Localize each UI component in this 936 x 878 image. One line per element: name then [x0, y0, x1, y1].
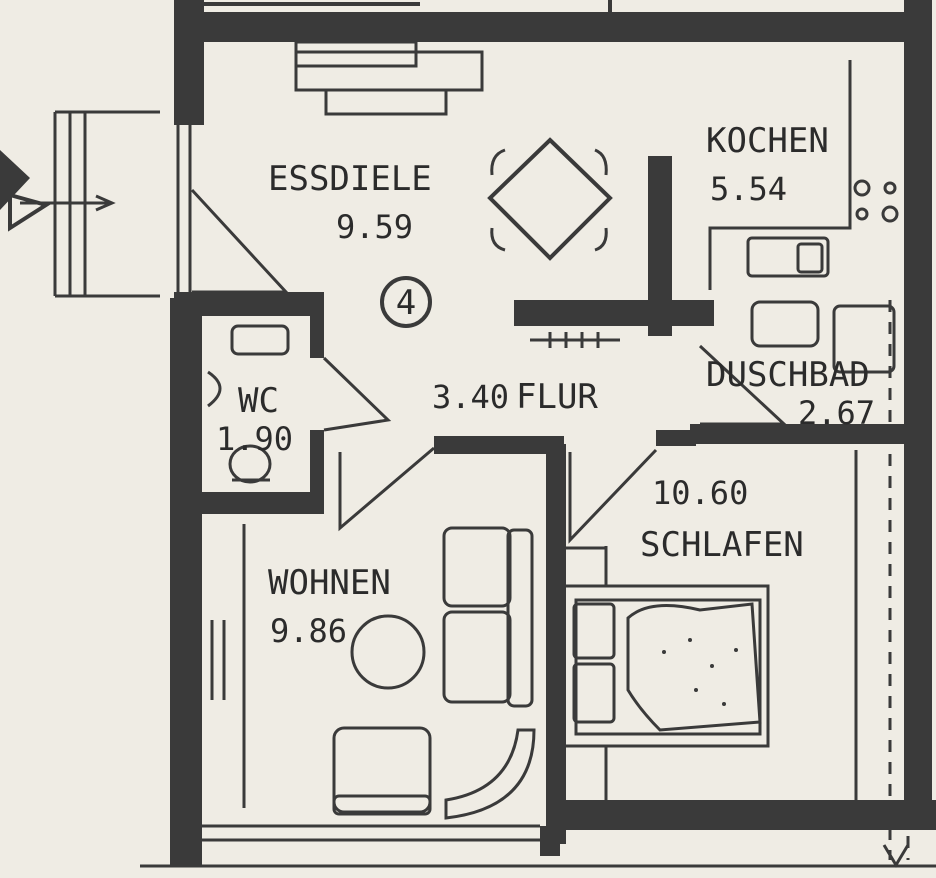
- door-swings: [190, 188, 788, 544]
- wall-wc-right-upper: [310, 292, 324, 358]
- windows: [140, 0, 936, 868]
- unit-number-marker: 4: [380, 276, 432, 328]
- room-essdiele-area: 9.59: [336, 208, 413, 246]
- room-kochen-area: 5.54: [710, 170, 787, 208]
- room-wc-area: 1.90: [216, 420, 293, 458]
- walls: [170, 0, 936, 866]
- wall-right: [904, 0, 932, 815]
- wall-wc-right-lower: [310, 430, 324, 510]
- wall-bottom-right: [548, 800, 936, 830]
- wall-left-lower: [170, 298, 202, 866]
- wall-bottom-stub: [540, 826, 560, 856]
- furniture: [207, 40, 899, 820]
- wall-schlafen-stub: [656, 430, 696, 446]
- room-schlafen-name: SCHLAFEN: [640, 525, 804, 565]
- wall-bath-bottom: [690, 424, 930, 444]
- room-flur-name: FLUR: [516, 377, 598, 417]
- wall-corridor-top: [514, 300, 714, 326]
- room-flur-area: 3.40: [432, 378, 509, 416]
- unit-number: 4: [396, 283, 416, 323]
- room-wohnen-name: WOHNEN: [268, 563, 391, 603]
- room-wc-name: WC: [238, 381, 279, 421]
- wall-wc-bottom: [174, 492, 324, 514]
- room-schlafen-area: 10.60: [652, 474, 748, 512]
- room-kochen-name: KOCHEN: [706, 121, 829, 161]
- wall-left-upper: [174, 0, 204, 125]
- room-essdiele-name: ESSDIELE: [268, 159, 432, 199]
- room-duschbad-area: 2.67: [798, 394, 875, 432]
- wall-wc-top: [174, 292, 322, 316]
- room-duschbad-name: DUSCHBAD: [706, 355, 870, 395]
- stairs: [0, 110, 160, 298]
- wall-flur-bottom: [434, 436, 564, 454]
- room-wohnen-area: 9.86: [270, 612, 347, 650]
